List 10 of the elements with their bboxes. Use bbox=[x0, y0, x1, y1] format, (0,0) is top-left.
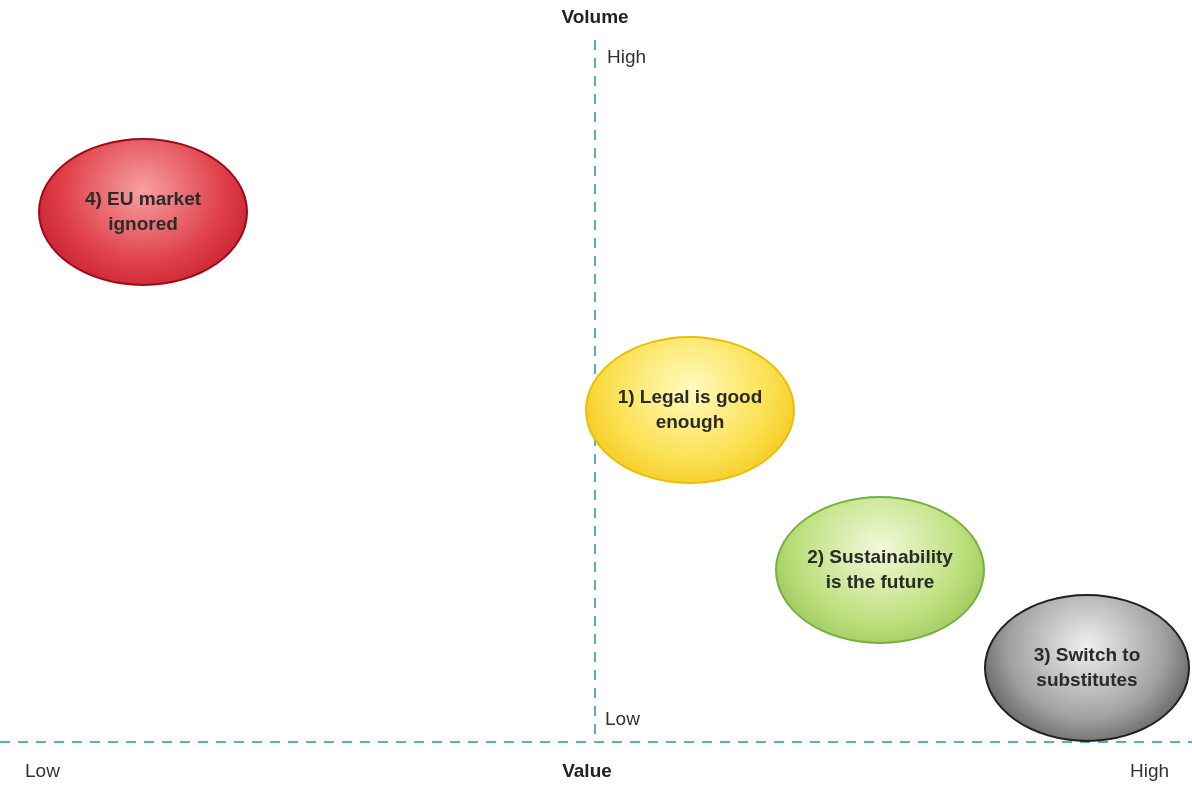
axis-tick-label: Low bbox=[605, 708, 640, 730]
strategy-label: 4) EU market ignored bbox=[83, 187, 203, 236]
axis-tick-label: Low bbox=[25, 760, 60, 782]
axis-title: Value bbox=[562, 760, 612, 782]
strategy-label: 1) Legal is good enough bbox=[617, 385, 763, 434]
strategy-label: 2) Sustainability is the future bbox=[806, 545, 954, 594]
axis-tick-label: High bbox=[607, 46, 647, 68]
axis-tick-label: High bbox=[1130, 760, 1170, 782]
axis-title: Volume bbox=[561, 6, 629, 28]
strategy-label: 3) Switch to substitutes bbox=[1032, 643, 1142, 692]
